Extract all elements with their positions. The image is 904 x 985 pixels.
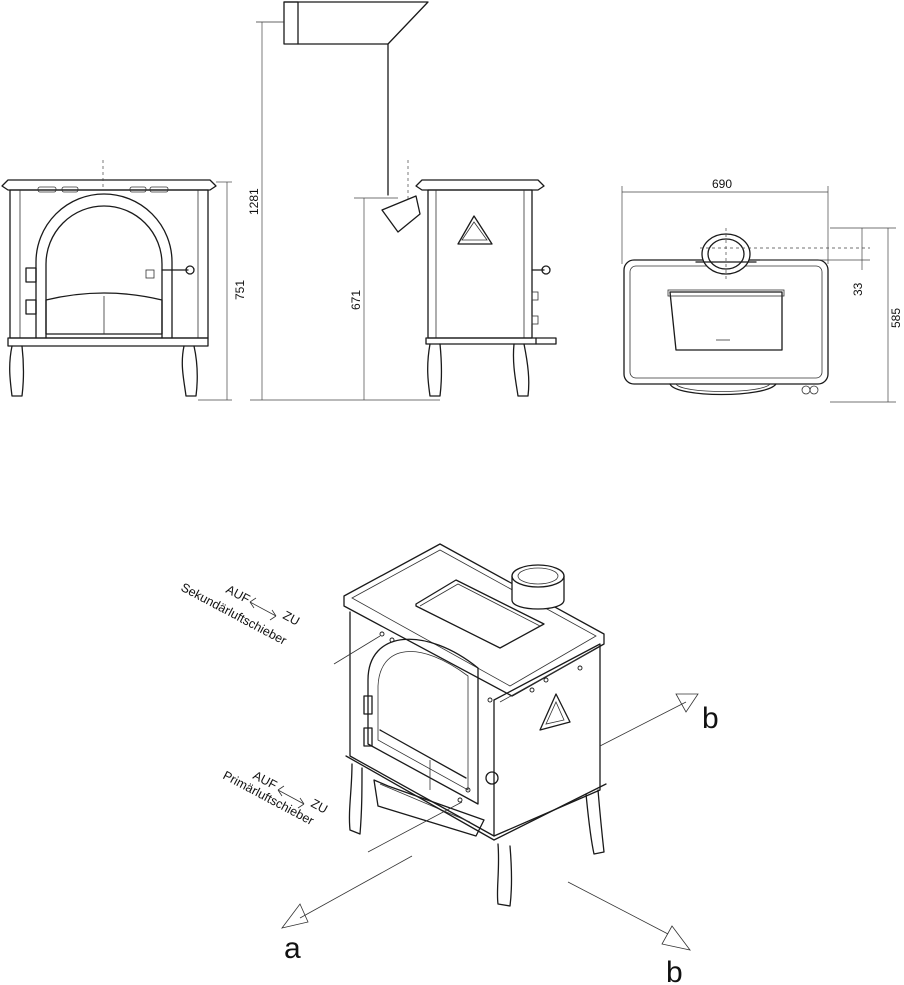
dimension-depth: 585 bbox=[889, 308, 903, 328]
dimension-chimney-height: 1281 bbox=[247, 188, 261, 215]
dimension-total-height: 751 bbox=[233, 280, 247, 300]
side-view: 1281 671 bbox=[247, 1, 557, 401]
axis-label-a: a bbox=[284, 932, 301, 965]
secondary-close-label: ZU bbox=[281, 608, 302, 628]
top-view: 690 33 585 bbox=[621, 177, 903, 403]
dimension-flue-offset: 33 bbox=[851, 282, 865, 296]
isometric-view bbox=[281, 543, 699, 951]
dimension-flue-outlet-height: 671 bbox=[349, 290, 363, 310]
axis-label-b-upper: b bbox=[702, 702, 719, 735]
front-view: 751 bbox=[1, 160, 247, 401]
axis-label-b-lower: b bbox=[666, 956, 683, 985]
secondary-air-label: AUF ZU Sekundärluftschieber bbox=[179, 580, 302, 647]
primary-close-label: ZU bbox=[309, 796, 330, 816]
primary-air-label: AUF ZU Primärluftschieber bbox=[221, 768, 330, 828]
dimension-width: 690 bbox=[712, 177, 732, 191]
